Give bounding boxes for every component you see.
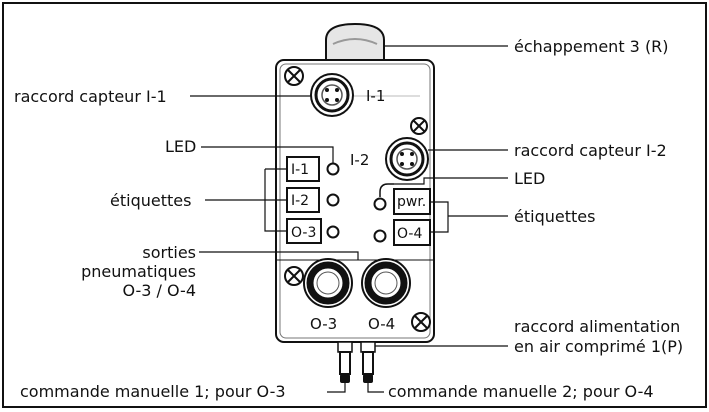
callout-led-left: LED: [165, 137, 196, 156]
leader-manual-2: [367, 383, 384, 393]
callout-supply-line2: en air comprimé 1(P): [514, 337, 683, 356]
leader-lines: [190, 45, 508, 393]
svg-text:O-3: O-3: [291, 225, 316, 241]
svg-text:pwr.: pwr.: [397, 194, 426, 210]
port-label-i2: I-2: [350, 151, 369, 169]
label-tag-pwr: pwr.: [393, 188, 431, 215]
led-o3: [326, 225, 340, 239]
screw-top-left: [284, 66, 304, 86]
leader-tag-o3: [264, 169, 287, 232]
port-label-i1: I-1: [366, 87, 385, 105]
leader-outputs: [199, 251, 359, 260]
leader-led-left: [201, 146, 334, 163]
callout-outputs-line2: pneumatiques: [81, 262, 196, 281]
sensor-connector-i2: [385, 137, 429, 181]
manual-override-2: [360, 341, 376, 383]
output-label-o3: O-3: [310, 315, 337, 333]
pneumatic-output-o3: [303, 258, 353, 308]
label-tag-i2: I-2: [286, 187, 320, 213]
callout-sensor-i1: raccord capteur I-1: [14, 87, 167, 106]
leader-tag-right-bracket: [430, 201, 449, 233]
callout-outputs-line1: sorties: [142, 243, 196, 262]
label-tag-i1: I-1: [286, 156, 320, 182]
leader-manual-1: [327, 383, 346, 393]
screw-top-right: [410, 117, 428, 135]
callout-exhaust: échappement 3 (R): [514, 37, 669, 56]
diagram-frame: [2, 2, 707, 408]
led-pwr-arc: [379, 183, 394, 197]
led-o4: [373, 229, 387, 243]
svg-text:O-4: O-4: [397, 226, 422, 242]
screw-bottom-left: [284, 266, 304, 286]
exhaust-dome: [325, 22, 385, 64]
callout-sensor-i2: raccord capteur I-2: [514, 141, 667, 160]
pneumatic-output-o4: [361, 258, 411, 308]
manual-override-1: [337, 341, 353, 383]
callout-labels-right: étiquettes: [514, 207, 595, 226]
screw-bottom-right: [411, 312, 431, 332]
callout-manual-1: commande manuelle 1; pour O-3: [20, 382, 286, 401]
label-tag-o4: O-4: [393, 219, 431, 246]
leader-led-right: [394, 177, 508, 185]
callout-labels-left: étiquettes: [110, 191, 191, 210]
svg-text:I-1: I-1: [291, 162, 309, 178]
output-label-o4: O-4: [368, 315, 395, 333]
label-tag-o3: O-3: [286, 218, 322, 244]
callout-led-right: LED: [514, 169, 545, 188]
led-i1: [326, 162, 340, 176]
led-i2: [326, 193, 340, 207]
sensor-connector-i1: [310, 73, 354, 117]
callout-outputs-line3: O-3 / O-4: [122, 281, 196, 300]
callout-supply-line1: raccord alimentation: [514, 317, 680, 336]
svg-text:I-2: I-2: [291, 193, 309, 209]
led-pwr: [373, 197, 387, 211]
callout-manual-2: commande manuelle 2; pour O-4: [388, 382, 654, 401]
